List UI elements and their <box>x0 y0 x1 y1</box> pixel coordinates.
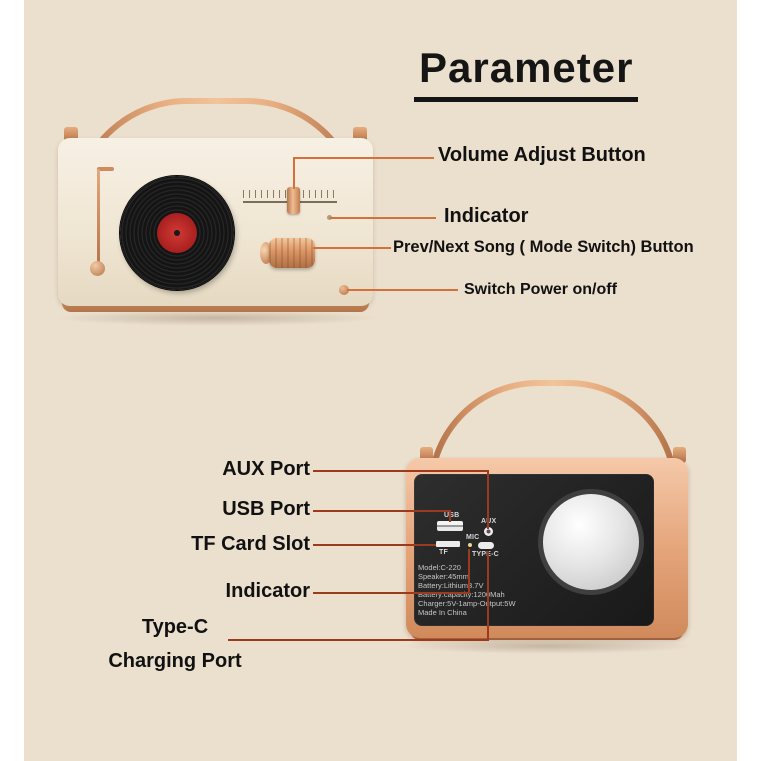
label-indicator-back: Indicator <box>225 580 310 602</box>
rear-indicator-led <box>468 543 472 547</box>
label-typec-charging-port: Type-C Charging Port <box>85 616 265 673</box>
label-prev-next-mode-switch: Prev/Next Song ( Mode Switch) Button <box>393 238 694 256</box>
aux-port[interactable] <box>484 527 493 536</box>
type-c-port-label: TYPE-C <box>472 551 499 558</box>
label-usb-port: USB Port <box>222 498 310 520</box>
back-view-illustration: USB AUX MIC TF TYPE-C Model:C-220 Speake… <box>400 375 700 660</box>
tf-slot-label: TF <box>439 549 448 556</box>
annotation-line-usb <box>313 510 451 512</box>
annotation-line-volume <box>293 157 434 159</box>
usb-port-label: USB <box>444 512 460 519</box>
tf-card-slot[interactable] <box>436 541 460 547</box>
spec-line: Charger:5V-1amp-Output:5W <box>418 599 516 608</box>
back-ground-shadow <box>400 638 695 654</box>
annotation-line-indicator-vertical <box>468 549 470 594</box>
power-switch[interactable] <box>339 285 349 295</box>
spec-line: Battery:capacity:1200Mah <box>418 590 505 599</box>
front-view-illustration <box>50 95 390 330</box>
annotation-line-usb-vertical <box>449 510 451 522</box>
label-typec-line2: Charging Port <box>108 650 242 672</box>
annotation-line-indicator-front <box>330 217 436 219</box>
vinyl-record <box>120 176 234 290</box>
tonearm-head <box>97 167 114 171</box>
annotation-line-power <box>347 289 458 291</box>
tonearm-rod <box>97 169 100 265</box>
prev-next-mode-knob[interactable] <box>269 238 315 268</box>
annotation-line-volume-vertical <box>293 157 295 189</box>
label-switch-power: Switch Power on/off <box>464 281 617 298</box>
label-volume-adjust-button: Volume Adjust Button <box>438 144 646 166</box>
spec-text-block: Model:C-220 Speaker:45mm Battery:Lithium… <box>418 563 578 617</box>
front-ground-shadow <box>54 310 379 326</box>
volume-slider-knob[interactable] <box>287 187 300 214</box>
usb-port[interactable] <box>437 521 463 531</box>
mic-label: MIC <box>466 534 480 541</box>
label-tf-card-slot: TF Card Slot <box>191 533 310 555</box>
tonearm-counterweight <box>90 261 105 276</box>
speaker-driver <box>538 489 644 595</box>
spec-line: Speaker:45mm <box>418 572 469 581</box>
type-c-port[interactable] <box>478 542 494 549</box>
record-spindle-hole <box>174 230 180 236</box>
annotation-line-aux <box>313 470 487 472</box>
annotation-line-tf <box>313 544 436 546</box>
mode-knob-ridges <box>269 238 315 268</box>
label-aux-port: AUX Port <box>222 458 310 480</box>
page-title: Parameter <box>414 44 639 103</box>
label-typec-line1: Type-C <box>141 616 209 638</box>
front-indicator-led <box>327 215 332 220</box>
spec-line: Model:C-220 <box>418 563 461 572</box>
spec-line: Battery:Lithium3.7V <box>418 581 484 590</box>
spec-line: Made In China <box>418 608 467 617</box>
label-indicator-front: Indicator <box>444 205 529 227</box>
annotation-line-typec-vertical <box>487 551 489 641</box>
annotation-line-prev-next <box>313 247 391 249</box>
annotation-line-aux-vertical <box>487 470 489 529</box>
annotation-line-typec <box>228 639 489 641</box>
annotation-line-indicator-back <box>313 592 469 594</box>
